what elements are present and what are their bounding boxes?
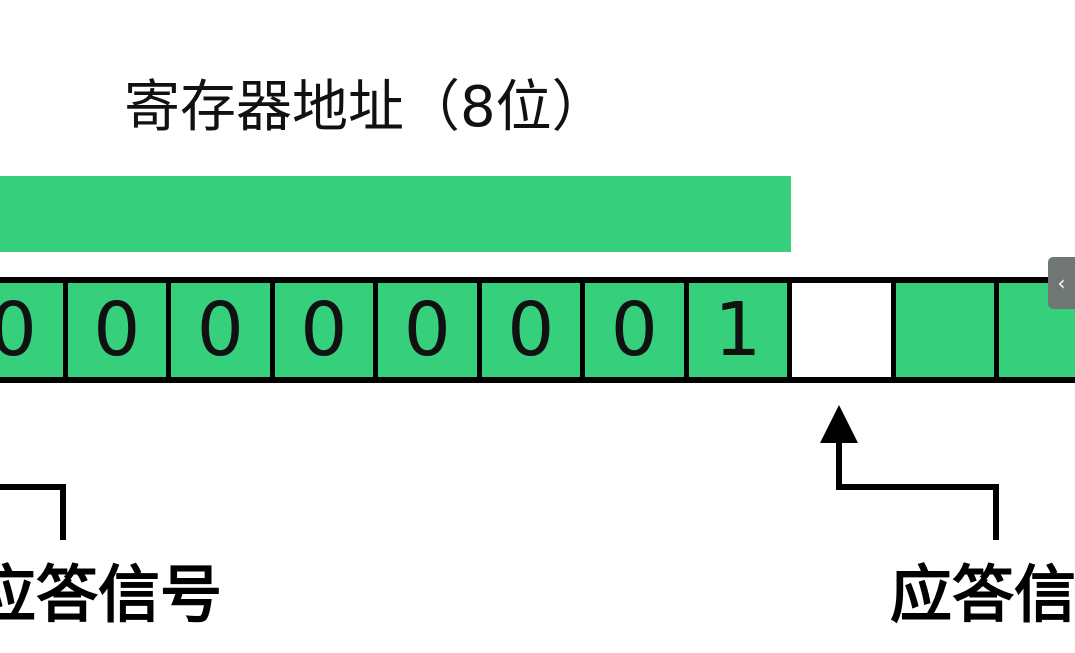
left-ack-connector-line bbox=[0, 484, 66, 540]
address-bit-cell: 0 bbox=[580, 283, 684, 377]
data-bit-cell bbox=[994, 283, 1075, 377]
diagram-title: 寄存器地址（8位） bbox=[124, 75, 608, 140]
right-ack-connector-line bbox=[836, 440, 999, 540]
ack-signal-label-left: 应答信号 bbox=[0, 558, 223, 631]
chevron-left-icon: ‹ bbox=[1057, 271, 1066, 295]
address-bit-cell: 0 bbox=[373, 283, 477, 377]
ack-arrow-head bbox=[820, 405, 858, 443]
side-panel-toggle[interactable]: ‹ bbox=[1048, 257, 1075, 309]
address-bit-cell: 0 bbox=[0, 283, 63, 377]
address-bit-cell: 0 bbox=[269, 283, 373, 377]
ack-signal-label-right: 应答信号 bbox=[890, 558, 1075, 631]
address-bit-cell: 0 bbox=[476, 283, 580, 377]
address-bit-cell: 1 bbox=[683, 283, 787, 377]
address-bit-cell: 0 bbox=[62, 283, 166, 377]
data-bit-cell bbox=[890, 283, 994, 377]
ack-bit-cell bbox=[787, 283, 891, 377]
register-address-span-bar bbox=[0, 176, 791, 252]
address-bit-cell: 0 bbox=[166, 283, 270, 377]
